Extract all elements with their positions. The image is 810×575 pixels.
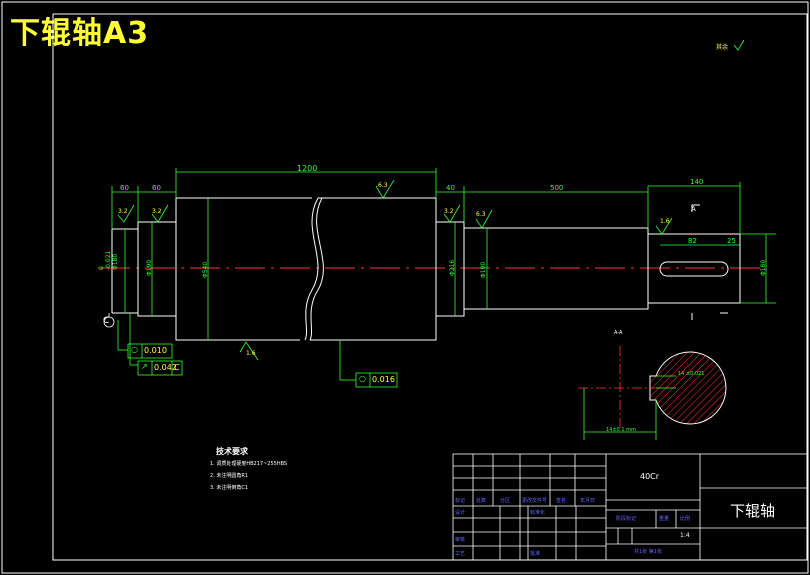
inner-frame <box>52 13 808 561</box>
section-view <box>578 346 727 440</box>
dimension-lines <box>111 168 776 381</box>
title-block <box>452 453 808 561</box>
section-cut-markers <box>691 204 728 320</box>
drawing-title: 下辊轴A3 <box>10 16 150 51</box>
roughness-symbols <box>117 39 745 361</box>
tolerance-frames <box>127 343 398 388</box>
datum-c-marker <box>103 316 115 328</box>
shaft-outline <box>111 197 741 341</box>
